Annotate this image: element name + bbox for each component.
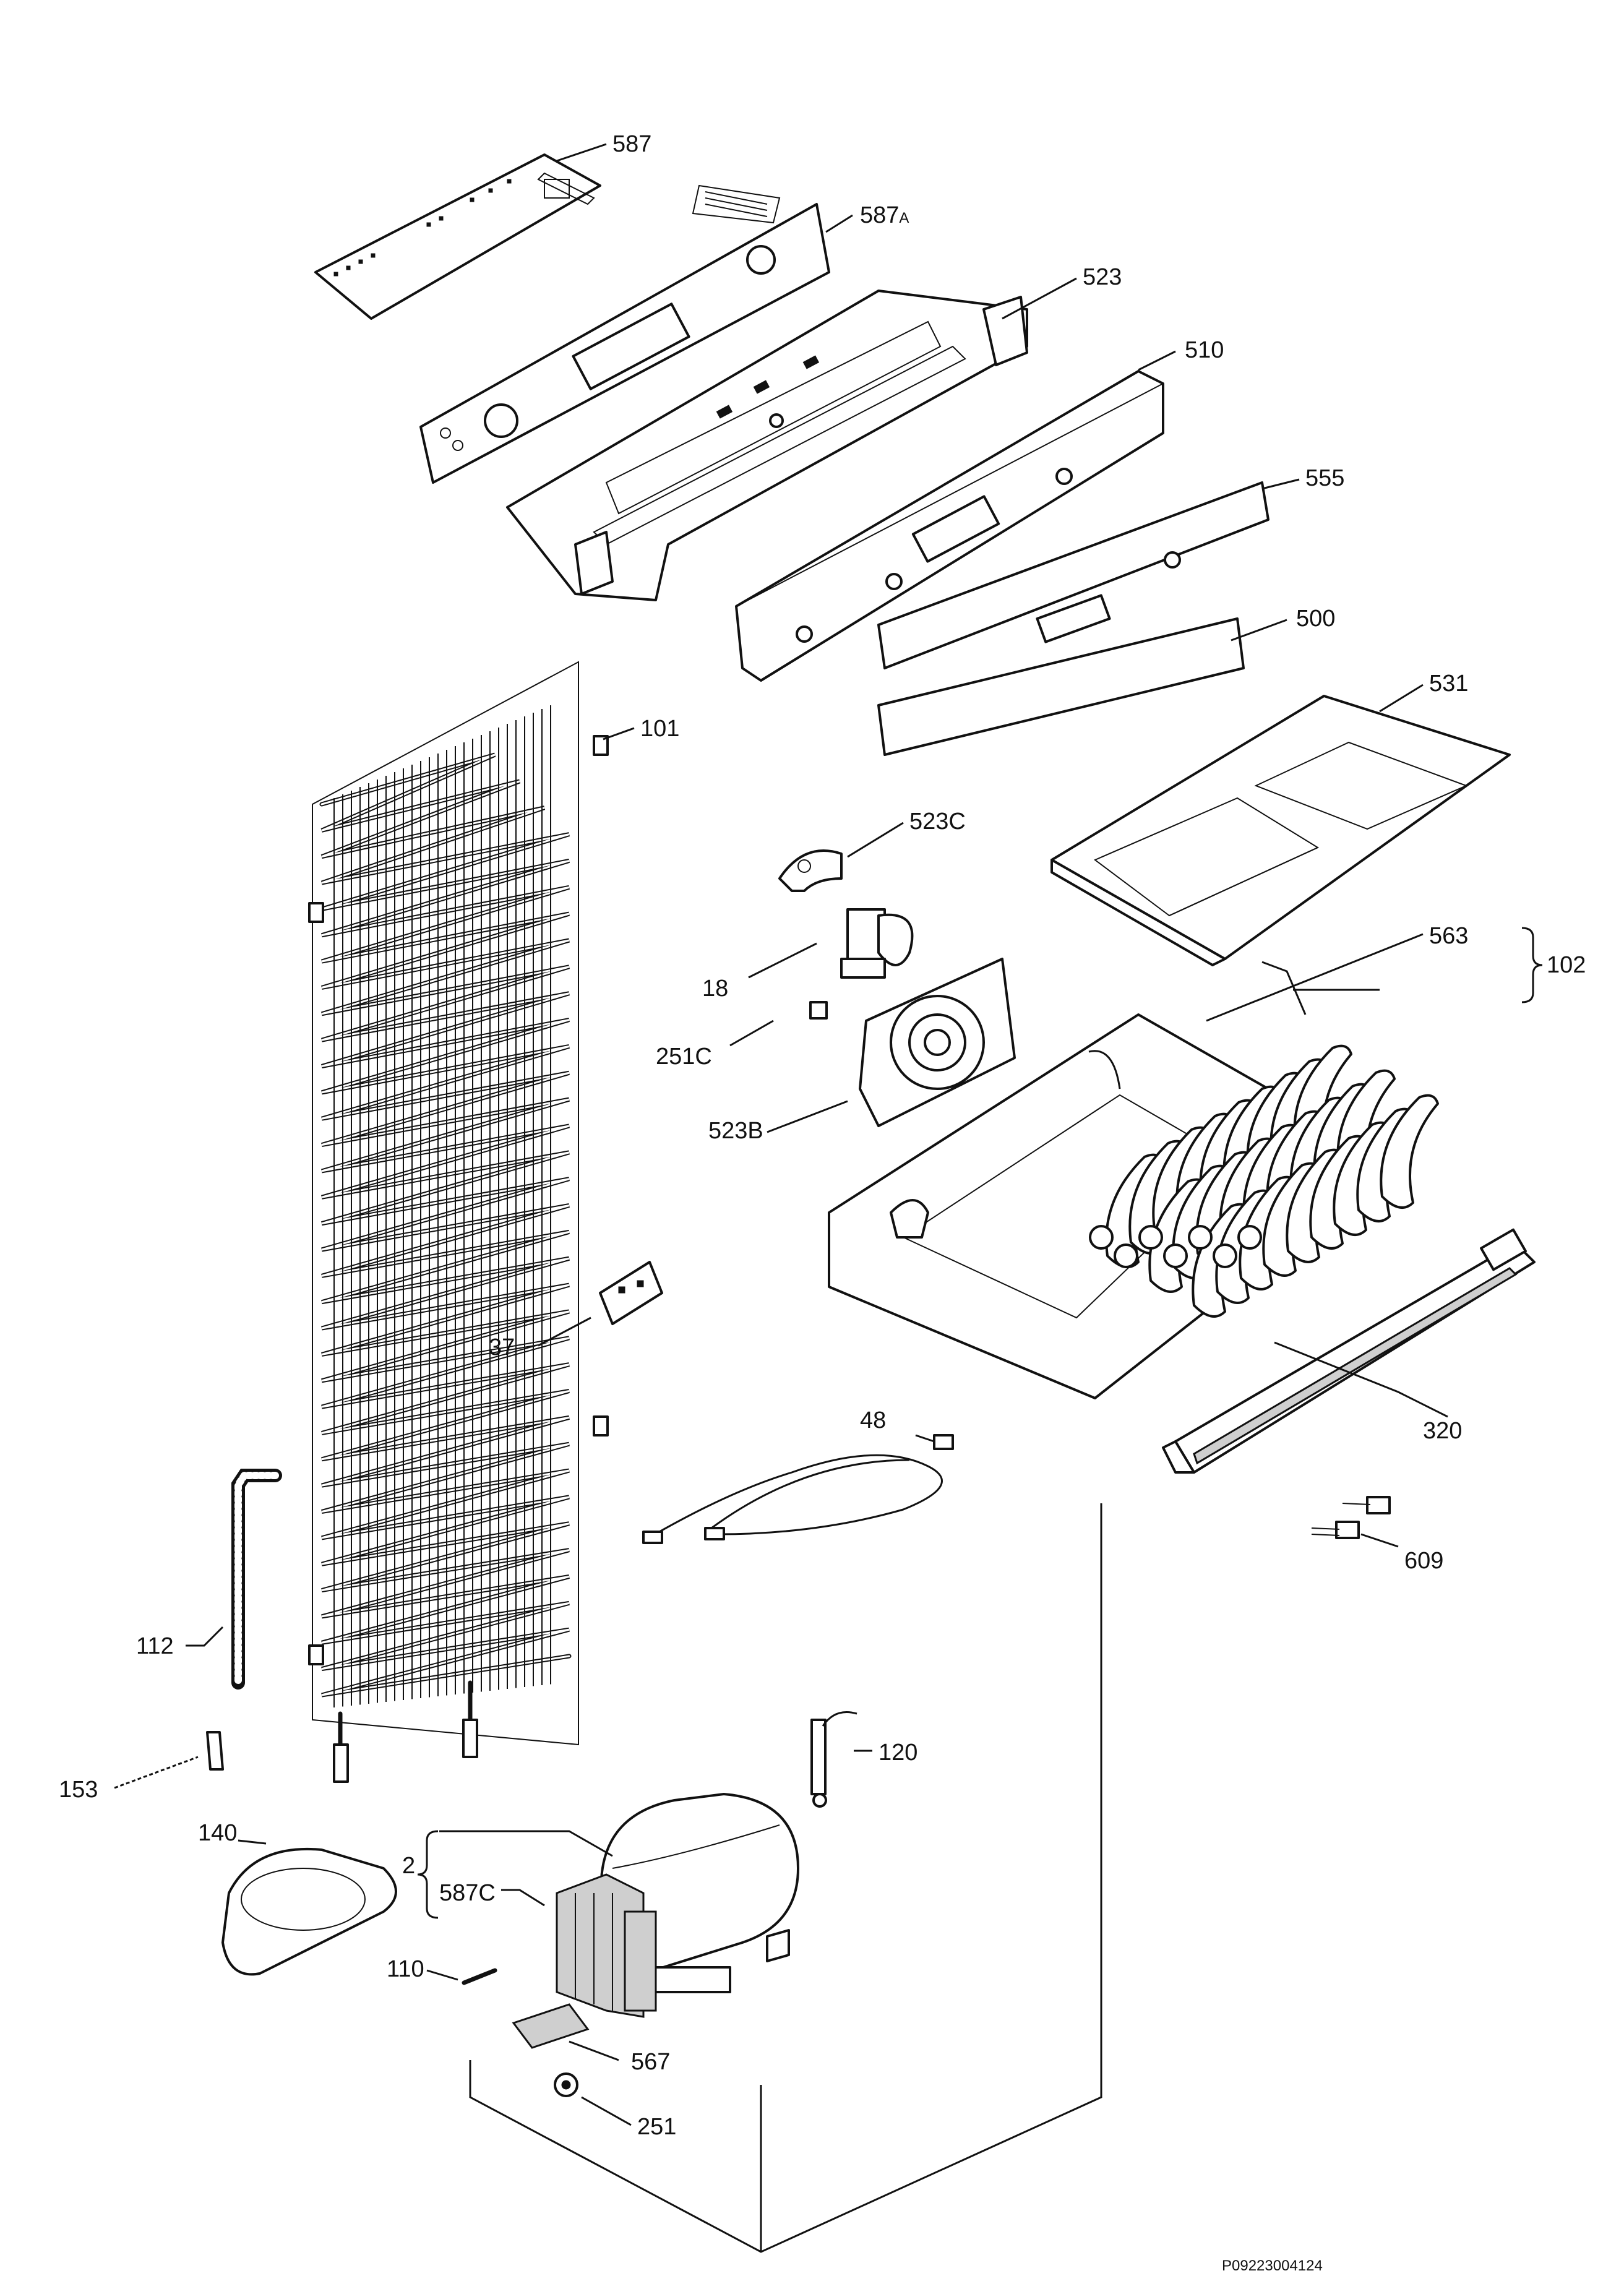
condenser-coil-101	[308, 661, 609, 1783]
evaporator-bend	[1213, 1243, 1237, 1268]
callout-587a: 587A	[860, 202, 909, 228]
coil-tube	[320, 754, 570, 1696]
fan-spacer-251c	[809, 1001, 828, 1020]
drip-channel-320	[1162, 1228, 1536, 1474]
evaporator-bend	[1138, 1225, 1163, 1250]
evaporator-tube	[1088, 961, 1307, 1089]
callout-510: 510	[1185, 337, 1224, 363]
decor-strip-555	[877, 481, 1270, 669]
callout-110: 110	[387, 1956, 424, 1982]
callout-587c: 587C	[439, 1880, 496, 1906]
callout-48: 48	[860, 1407, 886, 1433]
evaporator-coil-563	[1089, 1044, 1439, 1318]
callout-140: 140	[198, 1820, 237, 1846]
callout-102: 102	[1547, 952, 1586, 978]
callout-523: 523	[1083, 264, 1122, 290]
cover-531	[1050, 695, 1511, 966]
callout-555: 555	[1305, 465, 1344, 491]
evaporator-bend	[1188, 1225, 1213, 1250]
evaporator-bend	[1089, 1225, 1114, 1250]
callout-523c: 523C	[909, 809, 966, 835]
clip-153	[206, 1731, 224, 1771]
connectors-609	[1311, 1496, 1391, 1539]
sensor-cable-48	[642, 1434, 954, 1544]
grommet-251	[554, 2072, 578, 2097]
switch-37	[599, 1261, 663, 1325]
callout-563: 563	[1429, 923, 1468, 949]
callout-18: 18	[702, 976, 728, 1002]
strip-under-panel	[877, 617, 1245, 756]
callout-567: 567	[631, 2049, 670, 2075]
control-housing-523	[506, 290, 1028, 601]
drain-tube-112	[231, 1469, 282, 1690]
drawing-code: P09223004124	[1222, 2257, 1323, 2274]
display-board-587a	[419, 184, 830, 484]
evaporator-bend	[1114, 1243, 1138, 1268]
plate-567	[512, 2003, 590, 2049]
callout-2: 2	[402, 1853, 415, 1879]
leader-lines	[114, 143, 1543, 2126]
callout-labels: 587 587A 523 510 555 500 101 531 523C 56…	[59, 131, 1586, 2274]
callout-101: 101	[640, 716, 679, 742]
callout-37: 37	[489, 1334, 515, 1360]
evaporation-tray-140	[221, 1847, 397, 1976]
cabinet-outline	[469, 1503, 1102, 2253]
fan-cover-523c	[778, 849, 843, 892]
fan-shroud-523b	[859, 958, 1016, 1127]
evaporator-bend	[1163, 1243, 1188, 1268]
evaporator-bend	[1237, 1225, 1262, 1250]
control-board-587	[314, 153, 601, 320]
callout-609: 609	[1404, 1548, 1443, 1574]
fan-motor-18	[840, 908, 914, 979]
callout-531: 531	[1429, 671, 1468, 697]
callout-251c: 251C	[656, 1044, 712, 1070]
callout-500: 500	[1296, 606, 1335, 632]
pin-110	[462, 1968, 497, 1985]
callout-587: 587	[612, 131, 651, 157]
callout-120: 120	[879, 1740, 917, 1766]
callout-320: 320	[1423, 1418, 1462, 1444]
callout-112: 112	[136, 1633, 174, 1659]
control-panel-510	[735, 370, 1164, 682]
relay-587c	[556, 1873, 657, 2018]
drier-120	[810, 1711, 857, 1808]
callout-523b: 523B	[708, 1118, 763, 1144]
evaporator-fin	[1380, 1094, 1439, 1209]
callout-251: 251	[637, 2114, 676, 2140]
callout-153: 153	[59, 1777, 98, 1803]
